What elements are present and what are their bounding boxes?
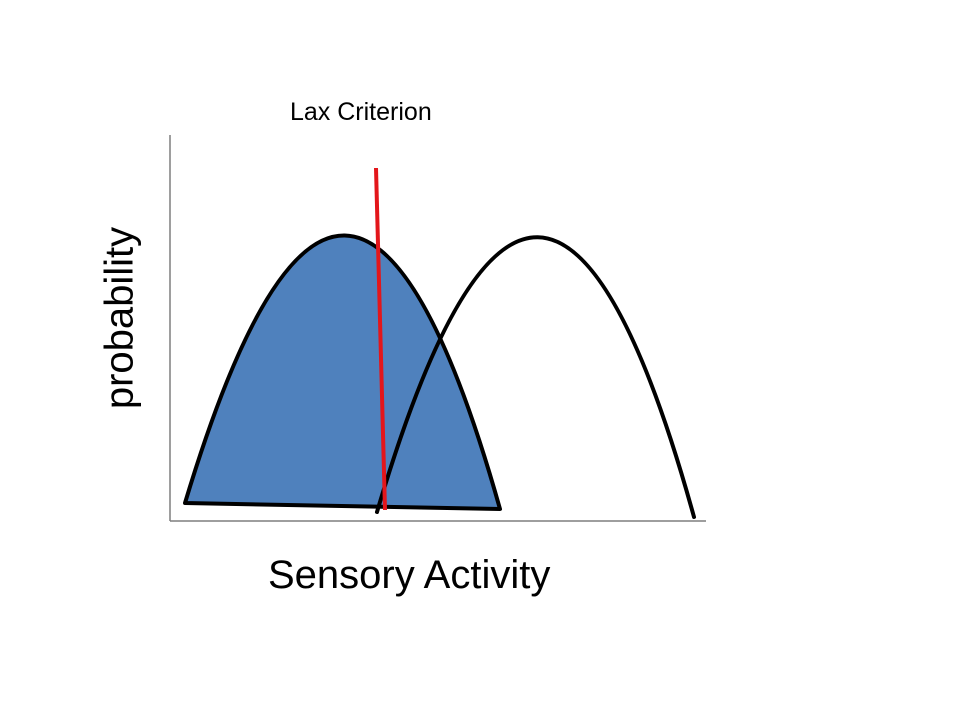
criterion-label: Lax Criterion — [290, 98, 432, 126]
noise-distribution-curve — [183, 233, 502, 511]
y-axis-label: probability — [97, 226, 142, 410]
criterion-line — [374, 167, 387, 511]
x-axis-label: Sensory Activity — [268, 553, 551, 597]
signal-distribution-curve — [375, 235, 696, 519]
